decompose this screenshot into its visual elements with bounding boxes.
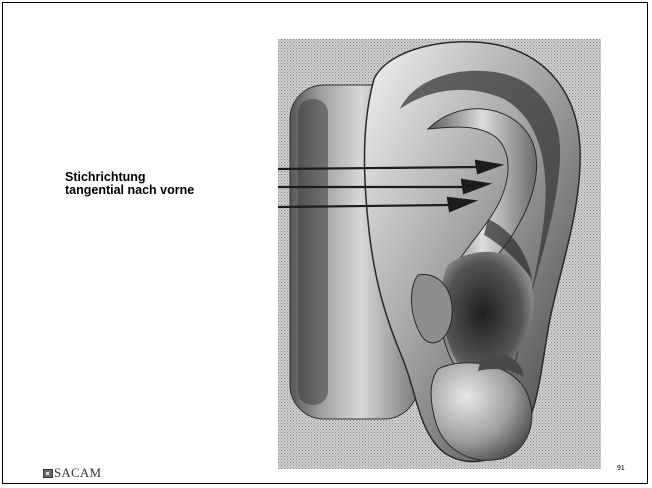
ear-figure <box>278 39 601 469</box>
slide: Stichrichtung tangential nach vorne <box>2 2 648 484</box>
stitch-direction-caption: Stichrichtung tangential nach vorne <box>65 171 194 197</box>
ear-illustration <box>278 39 601 469</box>
sacam-logo-text: SACAM <box>54 465 101 481</box>
caption-line-2: tangential nach vorne <box>65 184 194 197</box>
sacam-logo: SACAM <box>43 465 101 481</box>
sacam-logo-icon <box>43 469 53 478</box>
page-number: 91 <box>617 465 625 472</box>
